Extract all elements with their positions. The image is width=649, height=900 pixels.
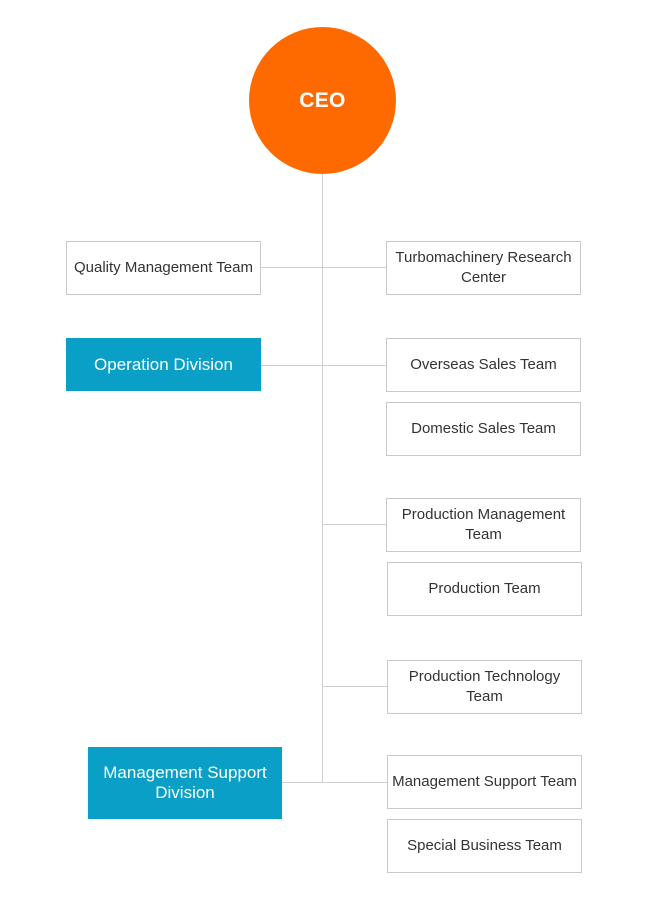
production-management-team-box: Production Management Team: [386, 498, 581, 552]
management-support-team-box: Management Support Team: [387, 755, 582, 809]
quality-management-team-box: Quality Management Team: [66, 241, 261, 295]
management-support-division-box: Management Support Division: [88, 747, 282, 819]
domestic-sales-team-box: Domestic Sales Team: [386, 402, 581, 456]
connector-mgmt-support: [281, 782, 387, 783]
overseas-sales-team-box: Overseas Sales Team: [386, 338, 581, 392]
connector-prod-mgmt: [322, 524, 386, 525]
connector-prod-tech: [322, 686, 387, 687]
main-trunk-line: [322, 174, 323, 782]
production-team-box: Production Team: [387, 562, 582, 616]
ceo-node: CEO: [249, 27, 396, 174]
special-business-team-box: Special Business Team: [387, 819, 582, 873]
turbomachinery-research-center-box: Turbomachinery Research Center: [386, 241, 581, 295]
connector-quality-turbo: [260, 267, 386, 268]
connector-operation-overseas: [260, 365, 386, 366]
production-technology-team-box: Production Technology Team: [387, 660, 582, 714]
operation-division-box: Operation Division: [66, 338, 261, 391]
